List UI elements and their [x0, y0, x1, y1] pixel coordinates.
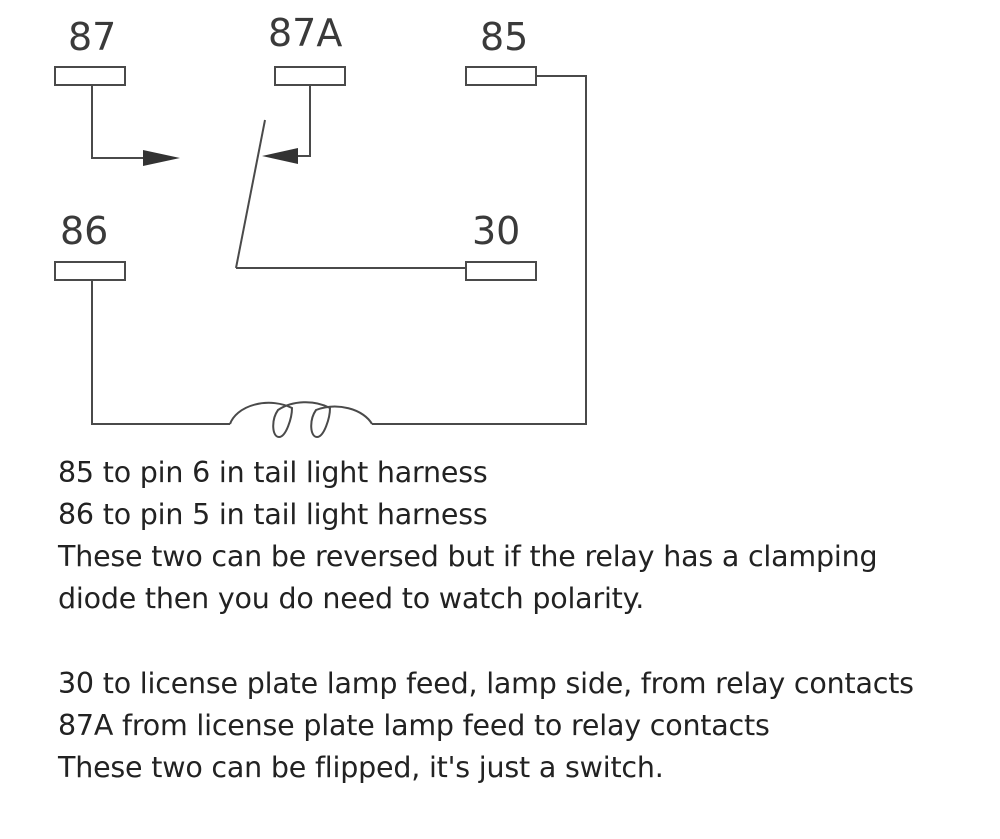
wire-86-coil: [91, 280, 230, 425]
note-line: These two can be flipped, it's just a sw…: [58, 751, 664, 784]
note-line: 87A from license plate lamp feed to rela…: [58, 709, 770, 742]
pin-label-85: 85: [480, 15, 528, 59]
wiring-notes: 85 to pin 6 in tail light harness 86 to …: [58, 452, 978, 789]
terminal-87: [54, 66, 126, 86]
note-line: 86 to pin 5 in tail light harness: [58, 498, 488, 531]
pin-label-87: 87: [68, 15, 116, 59]
arrow-87-icon: [143, 150, 180, 166]
pin-label-86: 86: [60, 209, 108, 253]
wire-87-contact: [91, 85, 150, 159]
pin-label-87a: 87A: [268, 11, 342, 55]
terminal-87a: [274, 66, 346, 86]
terminal-85: [465, 66, 537, 86]
relay-wiring-diagram: 87 87A 85 86 30: [54, 11, 587, 439]
paragraph-spacer: [58, 620, 978, 663]
note-line: 85 to pin 6 in tail light harness: [58, 456, 488, 489]
terminal-30: [465, 261, 537, 281]
note-line: These two can be reversed but if the rel…: [58, 540, 878, 573]
switch-blade: [235, 119, 266, 269]
relay-coil-icon: [229, 401, 373, 439]
arrow-87a-icon: [262, 148, 298, 164]
note-line: 30 to license plate lamp feed, lamp side…: [58, 667, 914, 700]
wire-87a-contact: [292, 85, 311, 157]
terminal-86: [54, 261, 126, 281]
note-line: diode then you do need to watch polarity…: [58, 582, 645, 615]
pin-label-30: 30: [472, 209, 520, 253]
wire-85-coil: [372, 75, 587, 425]
